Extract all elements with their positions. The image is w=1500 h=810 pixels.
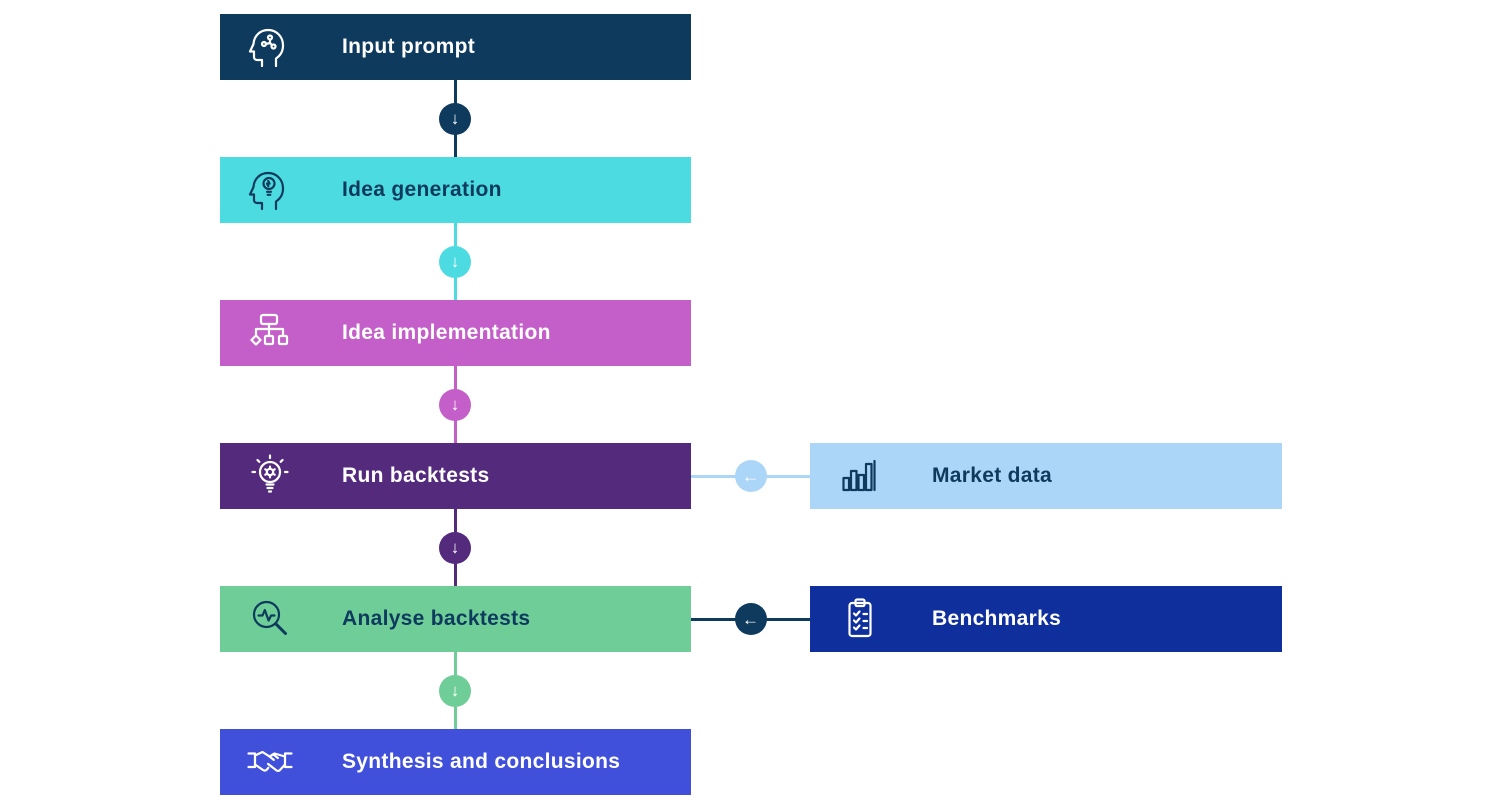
arrow-left-node-market-data: ← bbox=[734, 460, 767, 492]
side-input-benchmarks: Benchmarks bbox=[810, 586, 1282, 652]
arrow-down-icon: ↓ bbox=[450, 109, 460, 128]
arrow-down-icon: ↓ bbox=[450, 395, 460, 414]
flow-step-label: Input prompt bbox=[342, 35, 476, 58]
side-input-label: Benchmarks bbox=[932, 607, 1062, 630]
flow-step-label: Analyse backtests bbox=[342, 607, 531, 630]
arrow-down-node-3: ↓ bbox=[439, 388, 471, 421]
arrow-left-icon: ← bbox=[742, 609, 759, 629]
flow-step-input-prompt: Input prompt bbox=[220, 14, 691, 80]
flow-step-idea-implementation: Idea implementation bbox=[220, 300, 691, 366]
arrow-down-icon: ↓ bbox=[450, 681, 460, 700]
arrow-down-icon: ↓ bbox=[450, 252, 460, 271]
flow-step-label: Synthesis and conclusions bbox=[342, 750, 621, 773]
arrow-down-node-1: ↓ bbox=[439, 102, 471, 135]
arrow-down-node-5: ↓ bbox=[439, 674, 471, 707]
magnifier-pulse-icon bbox=[246, 595, 294, 643]
head-circuit-icon bbox=[246, 23, 294, 71]
side-input-market-data: Market data bbox=[810, 443, 1282, 509]
flow-step-label: Idea generation bbox=[342, 178, 502, 201]
flow-step-run-backtests: Run backtests bbox=[220, 443, 691, 509]
arrow-left-node-benchmarks: ← bbox=[734, 603, 767, 635]
arrow-down-node-2: ↓ bbox=[439, 245, 471, 278]
flow-step-label: Run backtests bbox=[342, 464, 490, 487]
side-input-label: Market data bbox=[932, 464, 1053, 487]
flow-step-idea-generation: Idea generation bbox=[220, 157, 691, 223]
clipboard-check-icon bbox=[836, 595, 884, 643]
arrow-down-node-4: ↓ bbox=[439, 531, 471, 564]
flowchart-icon bbox=[246, 309, 294, 357]
bulb-gear-icon bbox=[246, 452, 294, 500]
bar-chart-icon bbox=[836, 452, 884, 500]
arrow-down-icon: ↓ bbox=[450, 538, 460, 557]
flow-step-synthesis-conclusions: Synthesis and conclusions bbox=[220, 729, 691, 795]
head-bulb-icon bbox=[246, 166, 294, 214]
flow-step-analyse-backtests: Analyse backtests bbox=[220, 586, 691, 652]
arrow-left-icon: ← bbox=[742, 466, 759, 486]
flow-step-label: Idea implementation bbox=[342, 321, 551, 344]
handshake-icon bbox=[246, 738, 294, 786]
